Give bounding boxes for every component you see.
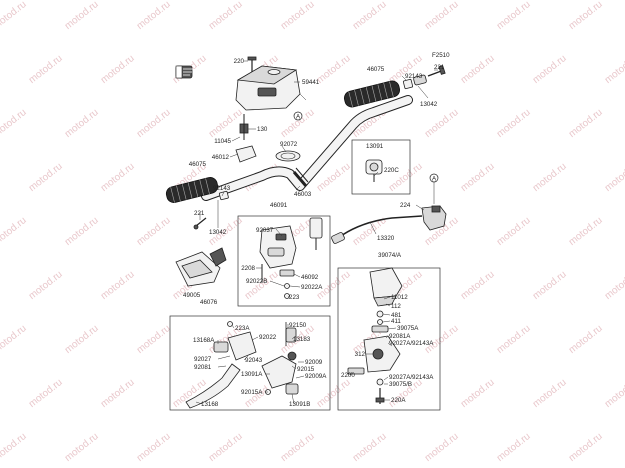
master-cylinder-39074	[347, 267, 403, 404]
label-92027a-92143a-bottom: 92027A/92143A	[389, 374, 434, 381]
label-13042-left: 13042	[209, 229, 227, 236]
switch-housing-46091	[259, 217, 323, 299]
label-59441: 59441	[302, 79, 320, 86]
label-46091: 46091	[270, 202, 288, 209]
label-92143-left: 92143	[213, 185, 231, 192]
label-92027: 92027	[194, 356, 212, 363]
label-13091a: 13091A	[241, 371, 263, 378]
label-221-left: 221	[194, 210, 205, 217]
label-49005: 49005	[183, 292, 201, 299]
label-92009a: 92009A	[305, 373, 327, 380]
label-92022: 92022	[259, 334, 277, 341]
label-13320: 13320	[377, 235, 395, 242]
svg-text:A: A	[432, 176, 437, 183]
label-92022b: 92022B	[246, 278, 267, 285]
label-13183: 13183	[293, 336, 311, 343]
label-221-right: 221	[434, 64, 445, 71]
label-39075b: 39075/B	[389, 381, 412, 388]
label-92081: 92081	[194, 364, 212, 371]
master-cylinder-cover	[235, 65, 307, 111]
bracket-130	[239, 114, 249, 140]
clamp-46012	[235, 145, 257, 163]
label-11045: 11045	[214, 138, 231, 145]
ref-marker-a-right: A	[429, 173, 439, 204]
group-13091-box	[351, 139, 411, 195]
label-92037: 92037	[256, 227, 274, 234]
label-13168a: 13168A	[193, 337, 215, 344]
label-2208: 2208	[241, 265, 255, 272]
lever-guard-49005	[175, 247, 227, 287]
lever-pivot-13183	[285, 322, 297, 346]
label-411: 411	[391, 318, 401, 325]
label-13042-right: 13042	[420, 101, 438, 108]
right-end-cap-92143	[402, 74, 427, 90]
label-112: 112	[391, 303, 401, 310]
lever-assembly-224	[421, 205, 447, 231]
label-2200: 2200	[341, 372, 355, 379]
label-223a: 223A	[235, 325, 250, 332]
group-label-39074a: 39074/A	[378, 252, 402, 259]
pointing-hand-icon	[175, 65, 194, 79]
ref-marker-a-top: A	[293, 111, 303, 121]
label-11012: 11012	[391, 294, 408, 301]
holder-92072	[275, 150, 301, 162]
label-92009: 92009	[305, 359, 323, 366]
label-130: 130	[257, 126, 268, 133]
label-39075a: 39075A	[397, 325, 419, 332]
label-220a: 220A	[391, 397, 406, 404]
left-end-cap-92143	[218, 190, 229, 201]
figure-code: F2510	[432, 52, 450, 59]
label-46092: 46092	[301, 274, 319, 281]
left-screw-221	[193, 217, 207, 230]
left-grip-46075	[165, 177, 219, 203]
label-481: 481	[391, 312, 402, 319]
label-220: 220	[234, 58, 245, 65]
label-46075-left: 46075	[189, 161, 207, 168]
switch-13091	[365, 159, 383, 182]
right-grip-46075	[343, 80, 401, 108]
label-223: 223	[289, 294, 300, 301]
label-92015a: 92015A	[241, 389, 263, 396]
label-92027a-92143a-top: 92027A/92143A	[389, 340, 434, 347]
group-46091-box	[237, 215, 331, 307]
clutch-holder	[213, 321, 257, 361]
switch-13091a	[261, 351, 299, 395]
label-92015: 92015	[297, 366, 315, 373]
leader-lines	[195, 60, 438, 405]
label-92143-right: 92143	[405, 73, 423, 80]
label-92072: 92072	[280, 141, 298, 148]
screw-220	[247, 56, 257, 72]
right-screw-221	[427, 65, 446, 77]
label-92150: 92150	[289, 322, 307, 329]
label-46003: 46003	[294, 191, 312, 198]
label-220c: 220C	[384, 167, 399, 174]
label-92043: 92043	[245, 357, 263, 364]
label-13168: 13168	[201, 401, 219, 408]
group-label-46076: 46076	[200, 299, 218, 306]
label-13091: 13091	[366, 143, 384, 150]
group-46076-box	[169, 315, 331, 411]
svg-text:A: A	[296, 114, 301, 121]
part-labels: 220 59441 130 11045 46012 46075 92143 13…	[183, 58, 445, 408]
label-46075-right: 46075	[367, 66, 385, 73]
label-46012: 46012	[212, 154, 230, 161]
label-92022a: 92022A	[301, 284, 323, 291]
group-39074a-box	[337, 267, 441, 411]
label-224: 224	[400, 202, 411, 209]
label-13091b: 13091B	[289, 401, 310, 408]
label-312: 312	[355, 351, 366, 358]
label-92081a: 92081A	[389, 333, 411, 340]
cable-13320	[331, 215, 423, 244]
